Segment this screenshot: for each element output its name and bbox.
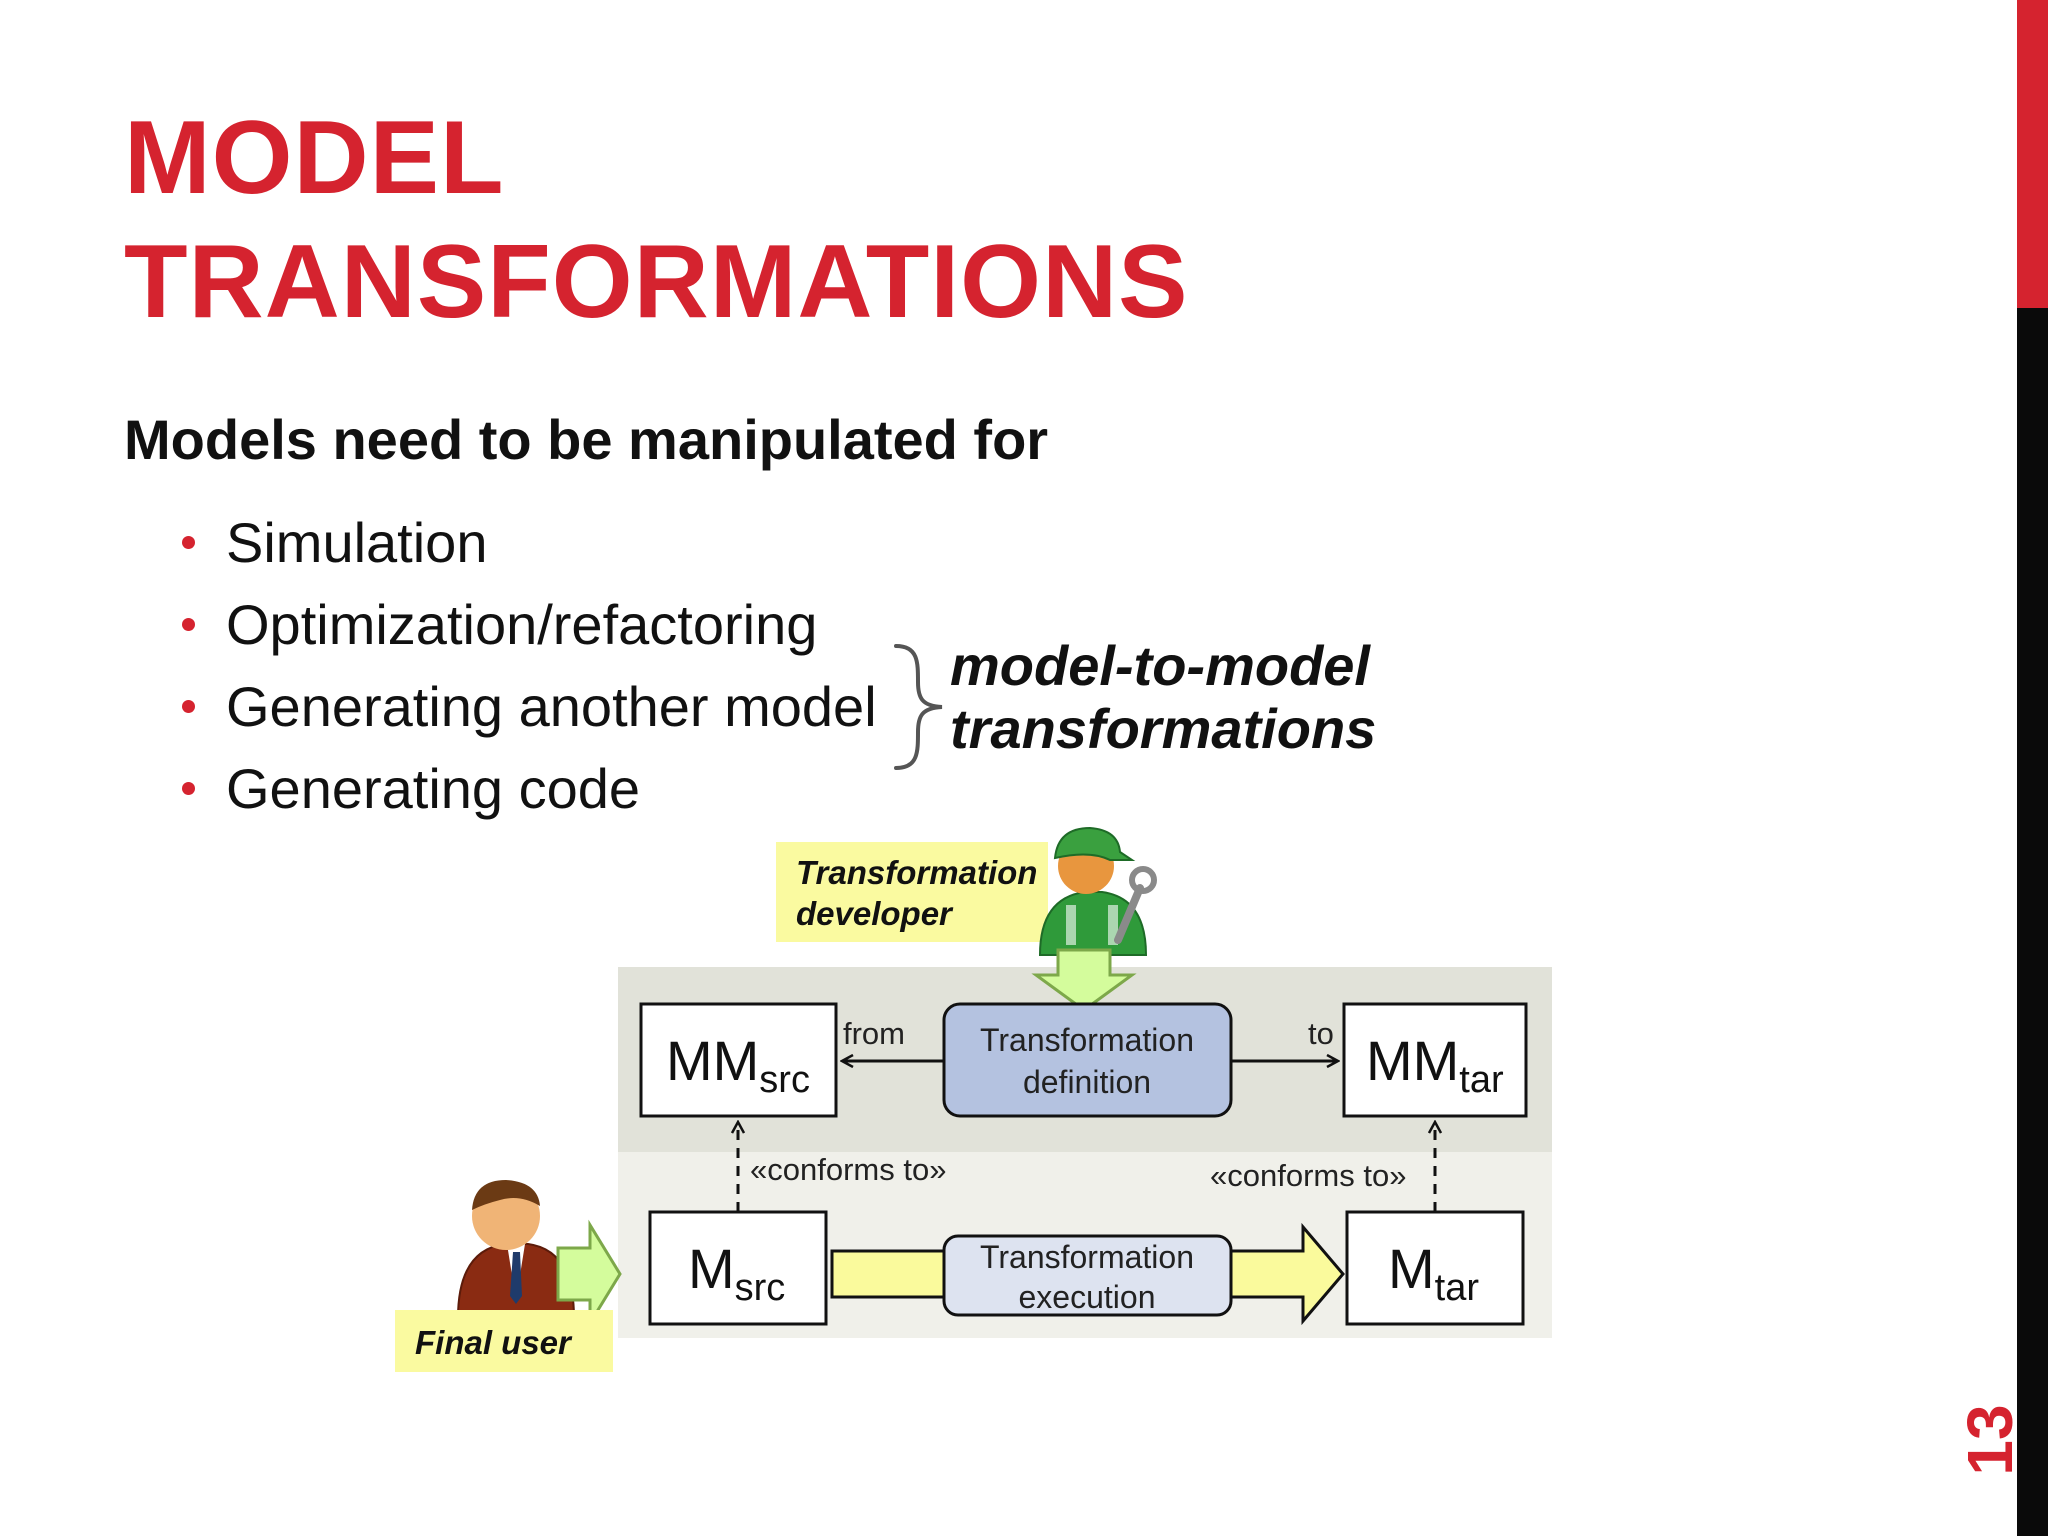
m-tar-box bbox=[1345, 1210, 1525, 1326]
conforms-to-label-left: «conforms to» bbox=[750, 1152, 946, 1187]
m-tar-sub: tar bbox=[1435, 1267, 1480, 1309]
title-line-2: TRANSFORMATIONS bbox=[124, 224, 1189, 340]
mm-tar-main: MM bbox=[1366, 1029, 1459, 1092]
mm-src-sub: src bbox=[759, 1059, 810, 1101]
sidebar-accent-black bbox=[2017, 308, 2048, 1536]
brace-annotation-line-1: model-to-model bbox=[950, 634, 1370, 697]
final-user-person-icon bbox=[456, 1180, 576, 1319]
bullet-dot bbox=[182, 782, 195, 795]
from-label: from bbox=[843, 1016, 905, 1051]
execution-line-2: execution bbox=[1019, 1279, 1156, 1315]
flow-arrow-right bbox=[1229, 1222, 1345, 1326]
m-src-label: Msrc bbox=[688, 1237, 785, 1309]
definition-line-1: Transformation bbox=[980, 1022, 1194, 1058]
sidebar-accent-red bbox=[2017, 0, 2048, 308]
developer-label-line-1: Transformation bbox=[796, 854, 1037, 891]
wrench-icon bbox=[1114, 866, 1157, 944]
developer-label-line-2: developer bbox=[796, 895, 954, 932]
brace-annotation: model-to-model transformations bbox=[950, 634, 1376, 760]
conforms-to-label-right: «conforms to» bbox=[1210, 1158, 1406, 1193]
brace-annotation-line-2: transformations bbox=[950, 697, 1377, 760]
mm-src-label: MMsrc bbox=[666, 1029, 810, 1101]
final-user-label: Final user bbox=[415, 1324, 573, 1361]
to-label: to bbox=[1308, 1016, 1334, 1051]
flow-bar-left bbox=[830, 1249, 946, 1299]
mm-tar-sub: tar bbox=[1459, 1059, 1504, 1101]
mm-src-box bbox=[639, 1002, 838, 1118]
developer-person-icon bbox=[1038, 826, 1148, 956]
m-tar-main: M bbox=[1388, 1237, 1435, 1300]
m-src-sub: src bbox=[735, 1267, 786, 1309]
bullet-item: Simulation bbox=[182, 502, 877, 584]
bullet-label: Generating code bbox=[226, 757, 641, 820]
m-src-main: M bbox=[688, 1237, 735, 1300]
mm-src-main: MM bbox=[666, 1029, 759, 1092]
execution-line-1: Transformation bbox=[980, 1239, 1194, 1275]
bullet-list: Simulation Optimization/refactoring Gene… bbox=[182, 502, 877, 830]
developer-label-bg bbox=[776, 842, 1048, 942]
bullet-label: Generating another model bbox=[226, 675, 877, 738]
bullet-item: Generating another model bbox=[182, 666, 877, 748]
slide-title: MODEL TRANSFORMATIONS bbox=[124, 96, 1189, 344]
mm-tar-label: MMtar bbox=[1366, 1029, 1504, 1101]
title-line-1: MODEL bbox=[124, 100, 505, 216]
bullet-dot bbox=[182, 536, 195, 549]
bullet-dot bbox=[182, 618, 195, 631]
bullet-label: Simulation bbox=[226, 511, 488, 574]
final-user-label-bg bbox=[395, 1310, 613, 1372]
bullet-item: Generating code bbox=[182, 748, 877, 830]
curly-brace-icon bbox=[894, 644, 943, 770]
developer-arrow bbox=[1031, 948, 1137, 1012]
definition-line-2: definition bbox=[1023, 1064, 1151, 1100]
final-user-arrow bbox=[556, 1219, 622, 1329]
transformation-execution-box bbox=[942, 1234, 1233, 1317]
bullet-item: Optimization/refactoring bbox=[182, 584, 877, 666]
m-tar-label: Mtar bbox=[1388, 1237, 1479, 1309]
m-src-box bbox=[648, 1210, 828, 1326]
mm-tar-box bbox=[1342, 1002, 1528, 1118]
subheading: Models need to be manipulated for bbox=[124, 408, 1049, 471]
bullet-label: Optimization/refactoring bbox=[226, 593, 818, 656]
bullet-dot bbox=[182, 700, 195, 713]
